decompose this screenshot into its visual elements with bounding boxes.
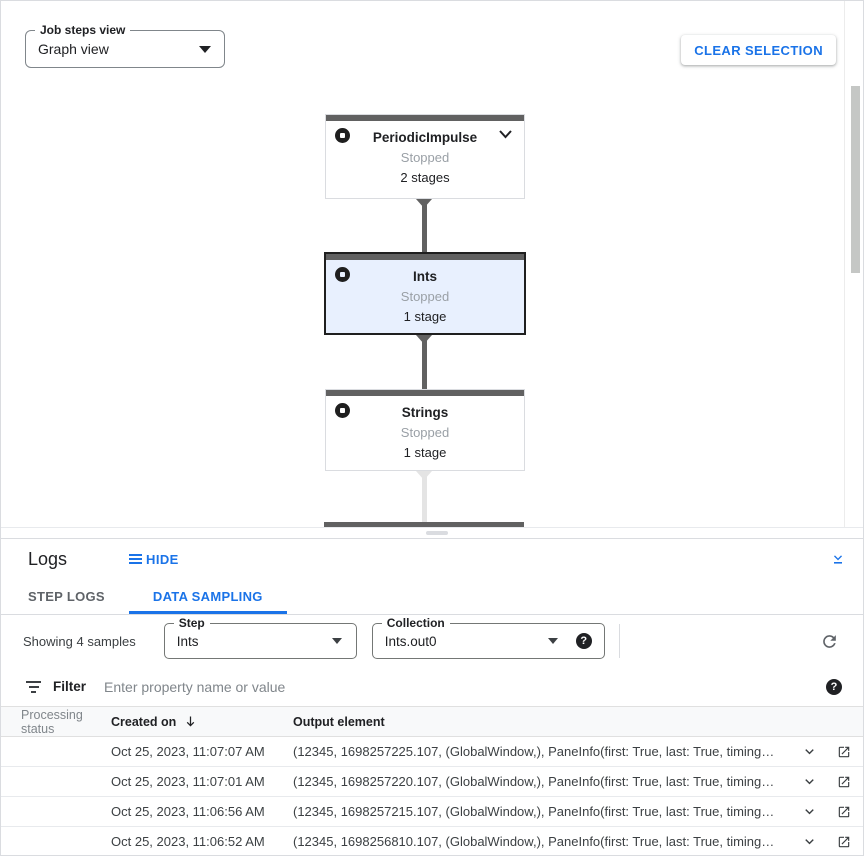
collapse-panel-button[interactable] xyxy=(830,551,846,567)
node-stages: 2 stages xyxy=(400,170,450,185)
column-processing-status: Processing status xyxy=(21,707,83,736)
select-label: Step xyxy=(173,617,210,629)
job-steps-view-select[interactable]: Job steps view Graph view xyxy=(25,23,225,68)
expand-row-button[interactable] xyxy=(793,773,825,790)
sample-row[interactable]: Oct 25, 2023, 11:06:52 AM (12345, 169825… xyxy=(1,827,863,855)
help-icon[interactable]: ? xyxy=(575,633,592,649)
sample-row[interactable]: Oct 25, 2023, 11:06:56 AM (12345, 169825… xyxy=(1,797,863,827)
node-status: Stopped xyxy=(400,150,450,165)
graph-node-partial[interactable] xyxy=(324,522,524,527)
node-top-bar xyxy=(326,390,524,396)
horizontal-scrollbar[interactable] xyxy=(426,531,448,535)
refresh-samples-button[interactable] xyxy=(820,632,839,651)
created-on-cell: Oct 25, 2023, 11:06:52 AM xyxy=(111,834,265,849)
graph-node-strings[interactable]: Strings Stopped 1 stage xyxy=(325,389,525,471)
select-label: Collection xyxy=(381,617,450,629)
logs-title: Logs xyxy=(28,548,68,569)
open-in-new-button[interactable] xyxy=(825,745,863,759)
graph-node-ints[interactable]: Ints Stopped 1 stage xyxy=(324,252,526,335)
open-in-new-icon xyxy=(838,776,850,787)
toolbar-divider xyxy=(618,624,620,658)
record-stop-icon xyxy=(335,128,350,143)
created-on-cell: Oct 25, 2023, 11:07:01 AM xyxy=(111,774,265,789)
output-element-cell: (12345, 1698257220.107, (GlobalWindow,),… xyxy=(293,774,775,789)
sample-row[interactable]: Oct 25, 2023, 11:07:07 AM (12345, 169825… xyxy=(1,737,863,767)
column-output-element: Output element xyxy=(293,714,385,729)
chevron-down-icon xyxy=(804,839,814,845)
node-stages: 1 stage xyxy=(403,445,447,460)
node-status: Stopped xyxy=(400,425,450,440)
tab-data-sampling[interactable]: DATA SAMPLING xyxy=(128,579,287,614)
select-label: Job steps view xyxy=(35,23,131,37)
filter-input[interactable] xyxy=(102,677,826,696)
vertical-scrollbar[interactable] xyxy=(851,86,860,273)
graph-node-periodicimpulse[interactable]: PeriodicImpulse Stopped 2 stages xyxy=(325,114,525,199)
logs-panel: Logs HIDE STEP LOGS DATA SAMPLING Showin… xyxy=(1,538,863,855)
select-value: Ints xyxy=(176,633,199,649)
step-select[interactable]: Step Ints xyxy=(163,617,357,659)
open-in-new-icon xyxy=(838,746,850,757)
expand-row-button[interactable] xyxy=(793,803,825,820)
dropdown-arrow-icon xyxy=(331,638,342,644)
job-graph-canvas[interactable]: PeriodicImpulse Stopped 2 stages Ints St… xyxy=(1,1,863,538)
graph-edge-dimmed xyxy=(416,471,433,522)
created-on-cell: Oct 25, 2023, 11:06:56 AM xyxy=(111,804,265,819)
logs-panel-header: Logs HIDE xyxy=(1,539,863,579)
tab-step-logs[interactable]: STEP LOGS xyxy=(4,579,129,614)
collapse-to-bottom-icon xyxy=(834,555,842,564)
select-value: Graph view xyxy=(38,41,109,57)
open-in-new-icon xyxy=(838,836,850,847)
clear-selection-button[interactable]: CLEAR SELECTION xyxy=(681,35,836,65)
table-header: Processing status Created on Output elem… xyxy=(1,707,863,737)
open-in-new-button[interactable] xyxy=(825,835,863,849)
open-in-new-button[interactable] xyxy=(825,805,863,819)
open-in-new-icon xyxy=(838,806,850,817)
chevron-down-icon[interactable] xyxy=(499,130,512,139)
open-in-new-button[interactable] xyxy=(825,775,863,789)
chevron-down-icon xyxy=(804,779,814,785)
column-created-on[interactable]: Created on xyxy=(111,714,293,729)
graph-divider xyxy=(1,527,863,528)
list-lines-icon xyxy=(129,554,143,564)
filter-icon xyxy=(26,680,41,693)
collection-select[interactable]: Collection Ints.out0 ? xyxy=(371,617,605,659)
hide-logs-button[interactable]: HIDE xyxy=(129,552,179,567)
help-icon[interactable]: ? xyxy=(826,678,842,695)
node-title: Ints xyxy=(412,269,437,284)
dropdown-arrow-icon xyxy=(547,638,558,644)
expand-row-button[interactable] xyxy=(793,833,825,850)
filter-label: Filter xyxy=(53,679,87,694)
sort-descending-icon[interactable] xyxy=(183,714,198,729)
chevron-down-icon xyxy=(804,749,814,755)
output-element-cell: (12345, 1698257225.107, (GlobalWindow,),… xyxy=(293,744,775,759)
hide-label: HIDE xyxy=(146,551,179,567)
select-value: Ints.out0 xyxy=(384,633,437,649)
node-top-bar xyxy=(326,115,524,121)
node-title: PeriodicImpulse xyxy=(372,130,478,145)
sampling-toolbar: Showing 4 samples Step Ints Collection I… xyxy=(1,615,863,667)
dropdown-arrow-icon xyxy=(199,45,211,53)
record-stop-icon xyxy=(335,403,350,418)
output-element-cell: (12345, 1698257215.107, (GlobalWindow,),… xyxy=(293,804,775,819)
logs-tab-bar: STEP LOGS DATA SAMPLING xyxy=(1,579,863,615)
node-stages: 1 stage xyxy=(403,309,447,324)
record-stop-icon xyxy=(335,267,350,282)
chevron-down-icon xyxy=(804,809,814,815)
refresh-icon xyxy=(823,634,836,648)
graph-edge xyxy=(416,199,433,252)
scrollbar-track xyxy=(844,1,845,527)
graph-edge xyxy=(416,335,433,389)
node-top-bar xyxy=(326,254,524,260)
filter-bar: Filter ? xyxy=(1,667,863,707)
node-title: Strings xyxy=(401,405,449,420)
node-status: Stopped xyxy=(400,289,450,304)
output-element-cell: (12345, 1698256810.107, (GlobalWindow,),… xyxy=(293,834,775,849)
created-on-cell: Oct 25, 2023, 11:07:07 AM xyxy=(111,744,265,759)
expand-row-button[interactable] xyxy=(793,743,825,760)
sample-row[interactable]: Oct 25, 2023, 11:07:01 AM (12345, 169825… xyxy=(1,767,863,797)
sample-count-text: Showing 4 samples xyxy=(23,633,136,649)
